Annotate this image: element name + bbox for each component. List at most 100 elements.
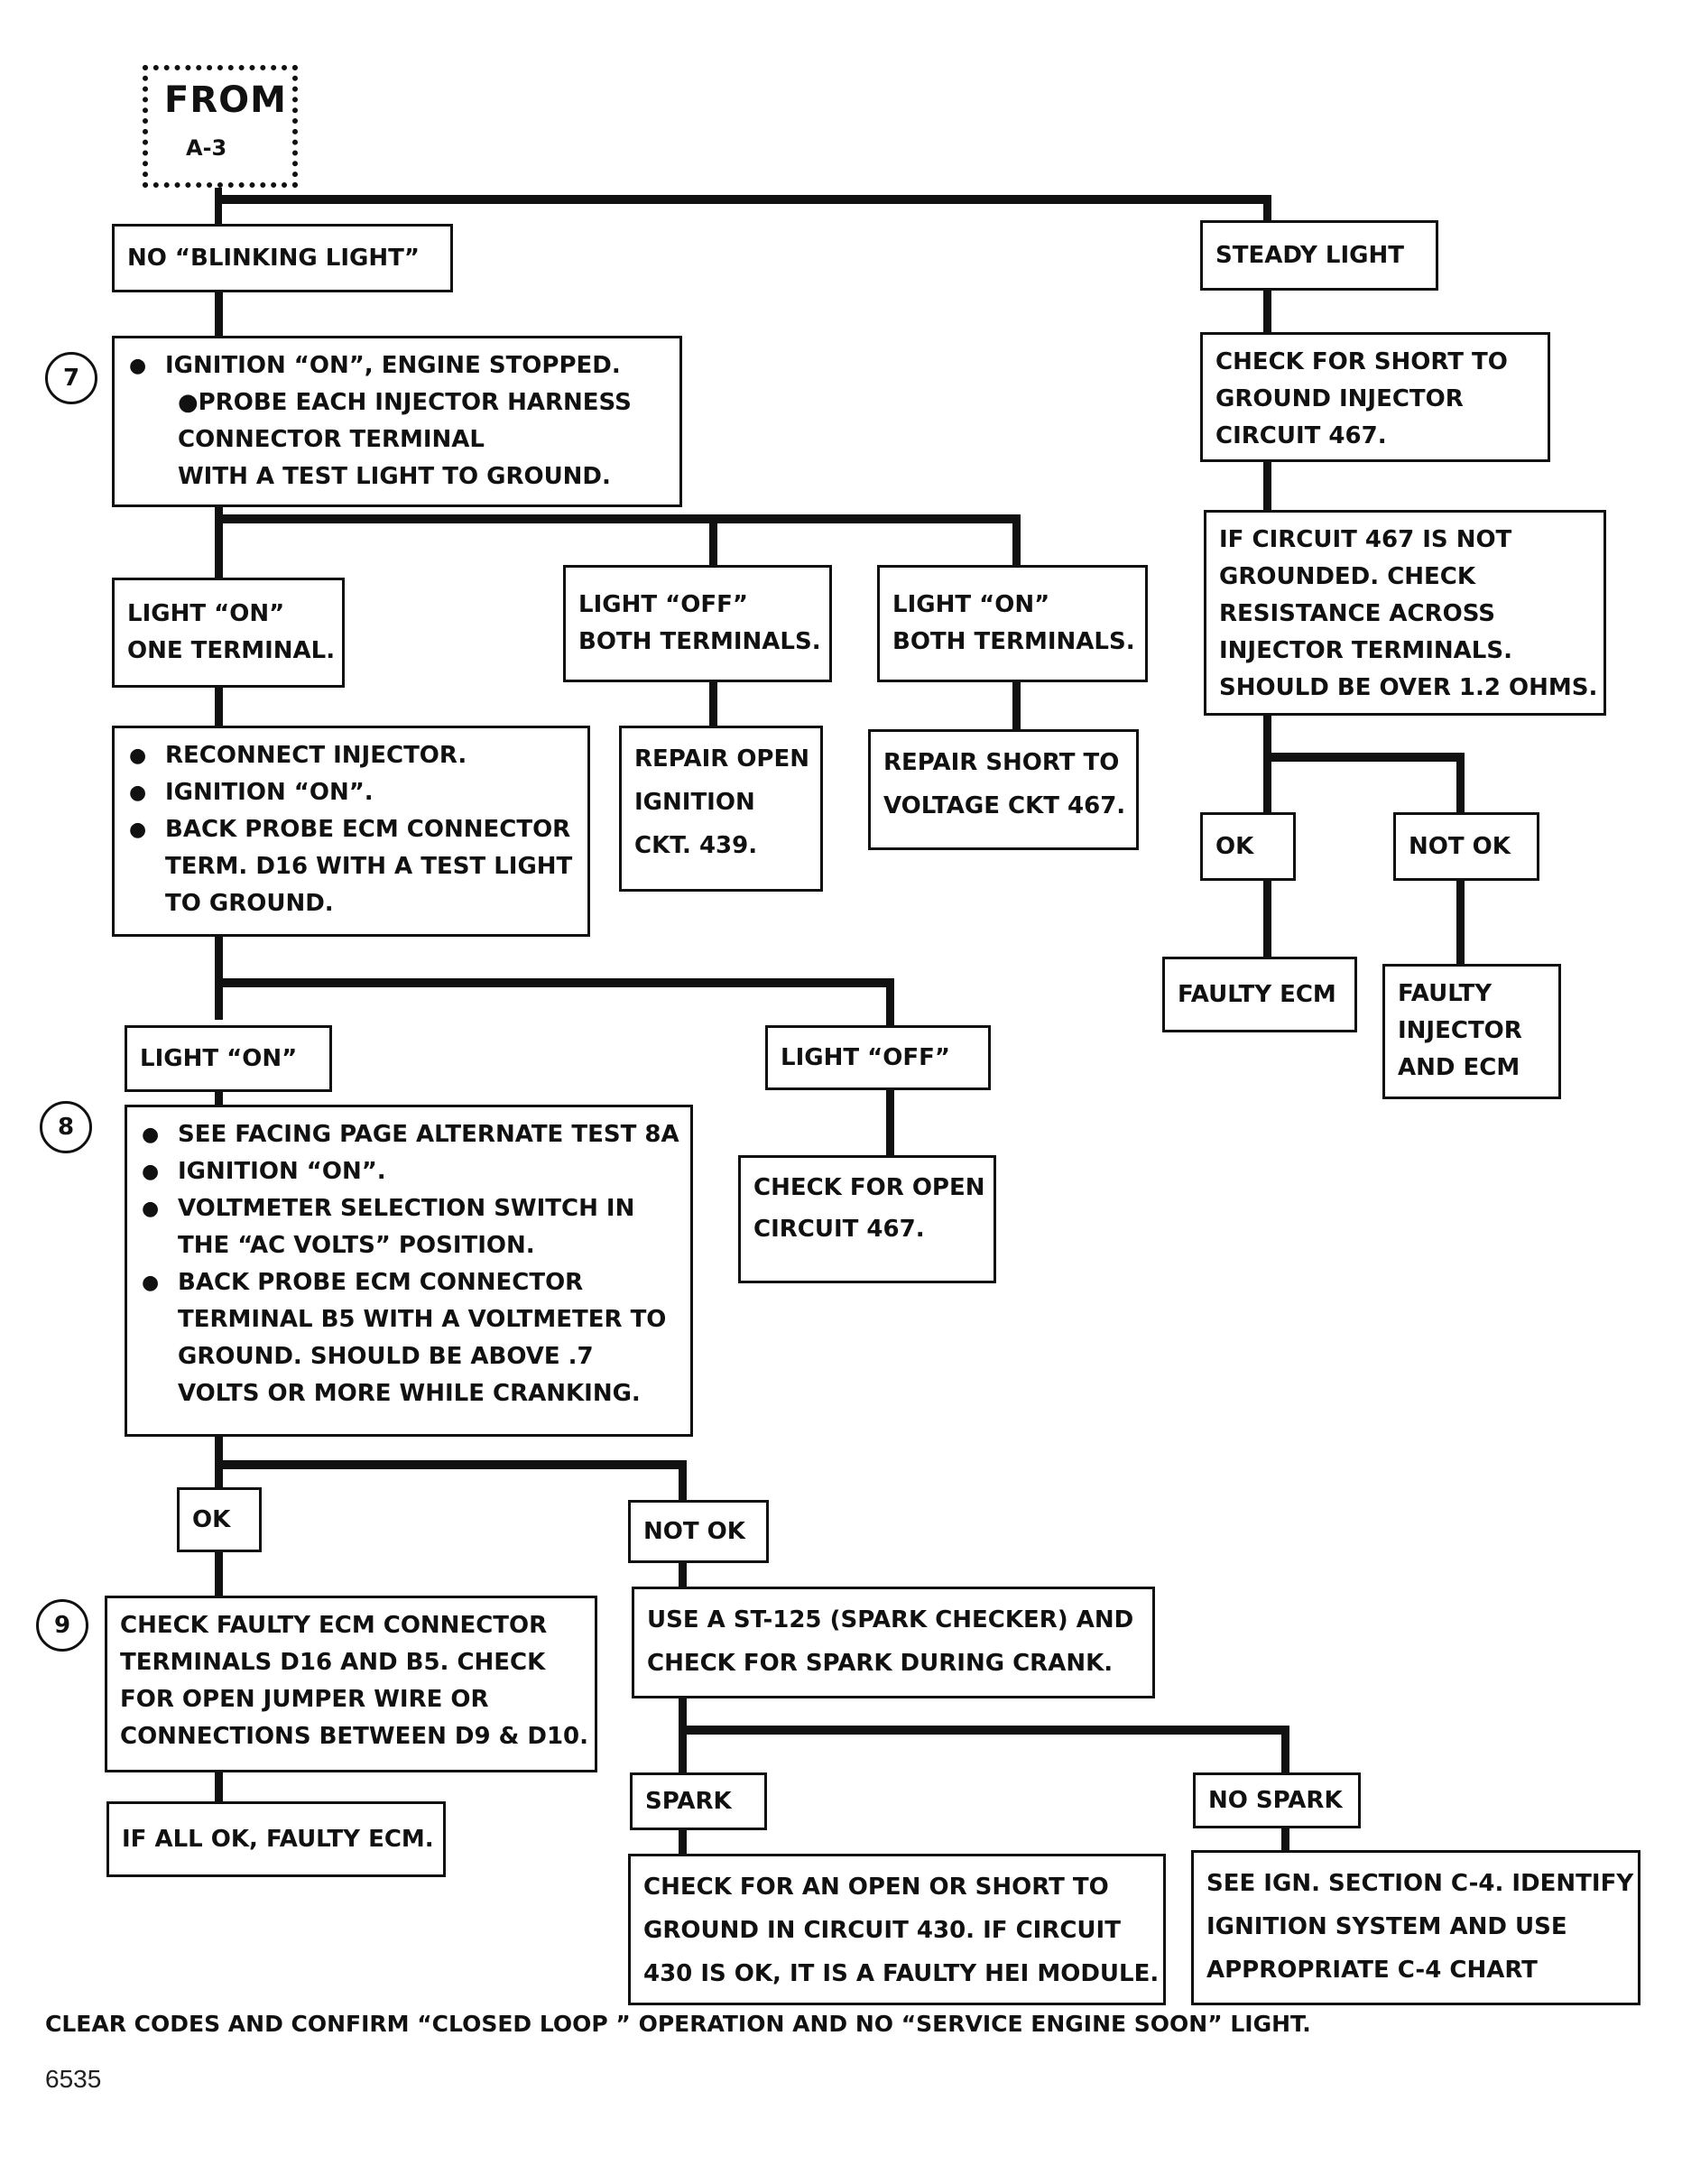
box-line: CONNECTIONS BETWEEN D9 & D10. xyxy=(120,1723,589,1750)
step-8-test-box: SEE FACING PAGE ALTERNATE TEST 8A IGNITI… xyxy=(125,1105,693,1437)
reconnect-injector-box: RECONNECT INJECTOR. IGNITION “ON”. BACK … xyxy=(112,726,590,937)
step-8-line: TERMINAL B5 WITH A VOLTMETER TO xyxy=(178,1306,667,1333)
check-circuit-430-box: CHECK FOR AN OPEN OR SHORT TO GROUND IN … xyxy=(628,1854,1166,2005)
box-line: INJECTOR xyxy=(1398,1017,1522,1044)
step-9-circle: 9 xyxy=(36,1599,88,1652)
label-text: LIGHT “ON” xyxy=(892,591,1050,618)
connector xyxy=(215,188,222,247)
if-all-ok-box: IF ALL OK, FAULTY ECM. xyxy=(106,1801,446,1877)
reconnect-line-text: RECONNECT INJECTOR. xyxy=(165,742,467,769)
check-short-to-ground-box: CHECK FOR SHORT TO GROUND INJECTOR CIRCU… xyxy=(1200,332,1550,462)
from-marker: FROM A-3 xyxy=(143,65,298,188)
label-ok-right: OK xyxy=(1200,812,1296,881)
step-8-line-text: IGNITION “ON”. xyxy=(178,1158,386,1185)
label-text: NOT OK xyxy=(1409,832,1511,860)
label-text: LIGHT “OFF” xyxy=(781,1043,950,1071)
label-light-on: LIGHT “ON” xyxy=(125,1025,332,1092)
repair-open-ignition-box: REPAIR OPEN IGNITION CKT. 439. xyxy=(619,726,823,892)
label-text: NO SPARK xyxy=(1208,1786,1343,1814)
label-text: SPARK xyxy=(645,1787,732,1815)
connector xyxy=(709,682,717,726)
step-8-line: VOLTMETER SELECTION SWITCH IN xyxy=(140,1190,678,1227)
step-7-line: CONNECTOR TERMINAL xyxy=(178,426,485,453)
reconnect-line-text: IGNITION “ON”. xyxy=(165,779,374,806)
step-8-line: GROUND. SHOULD BE ABOVE .7 xyxy=(178,1343,594,1370)
check-open-circuit-467-box: CHECK FOR OPEN CIRCUIT 467. xyxy=(738,1155,996,1283)
box-line: 430 IS OK, IT IS A FAULTY HEI MODULE. xyxy=(643,1960,1160,1987)
label-steady-light: STEADY LIGHT xyxy=(1200,220,1438,291)
box-line: CHECK FOR AN OPEN OR SHORT TO xyxy=(643,1874,1109,1901)
box-line: IF CIRCUIT 467 IS NOT xyxy=(1219,526,1512,553)
box-line: IGNITION xyxy=(634,789,755,816)
connector xyxy=(215,195,1271,204)
box-line: GROUND IN CIRCUIT 430. IF CIRCUIT xyxy=(643,1917,1121,1944)
label-no-blinking-light: NO “BLINKING LIGHT” xyxy=(112,224,453,292)
label-text: LIGHT “OFF” xyxy=(578,591,748,618)
connector xyxy=(679,1726,1289,1735)
box-line: IGNITION SYSTEM AND USE xyxy=(1206,1913,1567,1940)
box-line: GROUND INJECTOR xyxy=(1215,385,1464,412)
connector xyxy=(215,688,223,726)
label-spark: SPARK xyxy=(630,1772,767,1830)
box-line: CKT. 439. xyxy=(634,832,758,859)
label-text: LIGHT “ON” xyxy=(140,1044,298,1072)
label-text: OK xyxy=(192,1505,231,1533)
step-8-list: SEE FACING PAGE ALTERNATE TEST 8A IGNITI… xyxy=(140,1116,679,1227)
step-8-circle: 8 xyxy=(40,1101,92,1153)
step-7-line: WITH A TEST LIGHT TO GROUND. xyxy=(178,463,611,490)
connector xyxy=(1281,1726,1289,1772)
box-line: REPAIR SHORT TO xyxy=(883,749,1120,776)
label-text: BOTH TERMINALS. xyxy=(892,628,1135,655)
label-text: BOTH TERMINALS. xyxy=(578,628,821,655)
connector xyxy=(215,291,223,338)
reconnect-line: IGNITION “ON”. xyxy=(127,774,575,811)
connector xyxy=(1263,195,1271,240)
box-line: SHOULD BE OVER 1.2 OHMS. xyxy=(1219,674,1598,701)
box-line: FAULTY ECM xyxy=(1178,980,1336,1008)
label-text: ONE TERMINAL. xyxy=(127,637,336,664)
reconnect-line-text: BACK PROBE ECM CONNECTOR xyxy=(165,816,571,843)
box-line: CHECK FOR SPARK DURING CRANK. xyxy=(647,1650,1114,1677)
box-line: CIRCUIT 467. xyxy=(753,1216,925,1243)
step-8-line: SEE FACING PAGE ALTERNATE TEST 8A xyxy=(140,1116,679,1153)
box-line: RESISTANCE ACROSS xyxy=(1219,600,1496,627)
reconnect-line: BACK PROBE ECM CONNECTOR xyxy=(127,811,575,848)
step-7-list: IGNITION “ON”, ENGINE STOPPED. xyxy=(127,347,667,384)
faulty-ecm-box: FAULTY ECM xyxy=(1162,957,1357,1032)
box-line: IF ALL OK, FAULTY ECM. xyxy=(122,1825,434,1853)
box-line: VOLTAGE CKT 467. xyxy=(883,792,1126,819)
reconnect-line: TERM. D16 WITH A TEST LIGHT xyxy=(165,853,573,880)
step-7-line-text: IGNITION “ON”, ENGINE STOPPED. xyxy=(165,352,621,379)
connector xyxy=(215,1552,223,1596)
connector xyxy=(215,1758,223,1805)
from-title: FROM xyxy=(164,79,287,121)
label-not-ok-lower: NOT OK xyxy=(628,1500,769,1563)
connector xyxy=(1263,881,1271,957)
box-line: USE A ST-125 (SPARK CHECKER) AND xyxy=(647,1606,1134,1633)
connector xyxy=(1281,1827,1289,1854)
step-8-line: IGNITION “ON”. xyxy=(140,1153,678,1190)
label-text: NOT OK xyxy=(643,1517,745,1545)
repair-short-voltage-box: REPAIR SHORT TO VOLTAGE CKT 467. xyxy=(868,729,1139,850)
connector xyxy=(886,978,894,1025)
box-line: FOR OPEN JUMPER WIRE OR xyxy=(120,1686,489,1713)
label-ok-lower: OK xyxy=(177,1487,262,1552)
box-line: CHECK FAULTY ECM CONNECTOR xyxy=(120,1612,548,1639)
connector xyxy=(1263,753,1465,762)
box-line: SEE IGN. SECTION C-4. IDENTIFY xyxy=(1206,1870,1634,1897)
connector xyxy=(679,1552,687,1590)
box-line: REPAIR OPEN xyxy=(634,745,809,773)
box-line: GROUNDED. CHECK xyxy=(1219,563,1476,590)
step-8-line: BACK PROBE ECM CONNECTOR xyxy=(140,1264,678,1301)
connector xyxy=(1263,462,1271,510)
connector xyxy=(215,507,223,587)
label-not-ok-right: NOT OK xyxy=(1393,812,1539,881)
reconnect-line: TO GROUND. xyxy=(165,890,334,917)
connector xyxy=(679,1830,687,1857)
from-reference: A-3 xyxy=(186,135,227,161)
label-light-off: LIGHT “OFF” xyxy=(765,1025,991,1090)
step-8-line-text: VOLTMETER SELECTION SWITCH IN xyxy=(178,1195,635,1222)
reconnect-line: RECONNECT INJECTOR. xyxy=(127,737,575,774)
connector xyxy=(709,514,717,565)
